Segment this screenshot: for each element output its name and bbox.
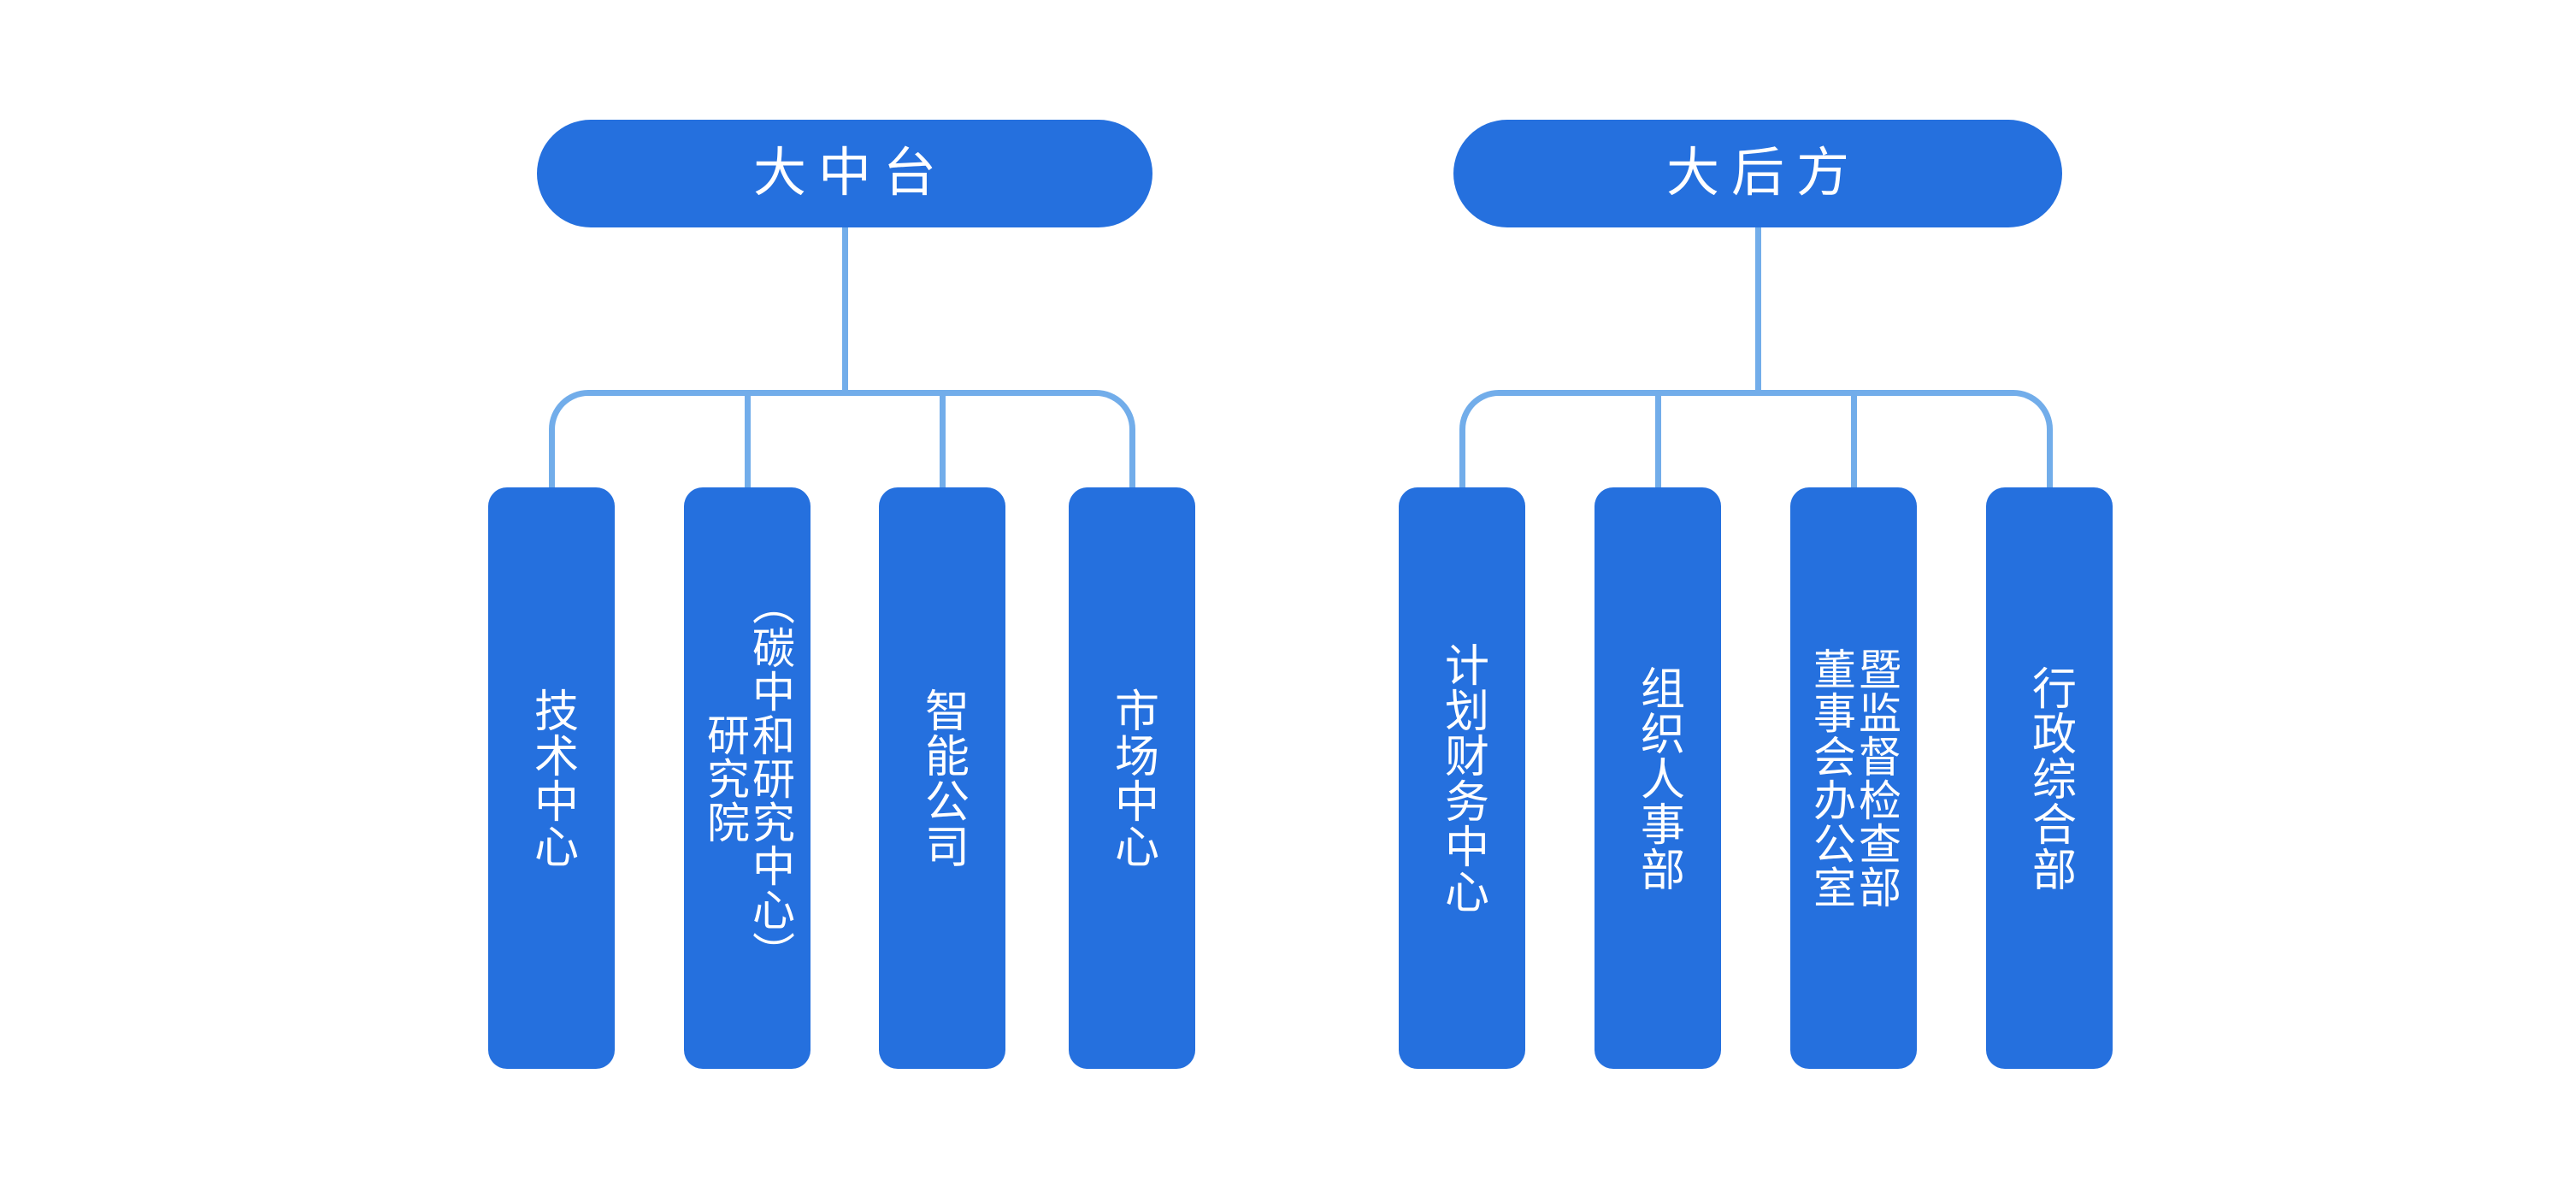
leaf-node-zhineng-gongsi[interactable]: 智能公司 xyxy=(879,487,1005,1069)
connector-drop-left-4 xyxy=(1129,439,1135,490)
connector-drop-right-2 xyxy=(1655,390,1661,490)
connector-bar-left xyxy=(549,390,1135,445)
leaf-node-label: 行政综合部 xyxy=(2025,664,2075,892)
connector-drop-right-1 xyxy=(1459,439,1465,490)
org-group-da-zhong-tai: 大中台 技术中心 （碳中和研究中心） 研究院 智能公司 市场中心 xyxy=(488,120,1195,1069)
leaf-node-label-col-2: （碳中和研究中心） xyxy=(746,581,794,975)
connector-drop-right-3 xyxy=(1851,390,1857,490)
leaf-node-shichang-zhongxin[interactable]: 市场中心 xyxy=(1069,487,1195,1069)
root-node-da-zhong-tai[interactable]: 大中台 xyxy=(537,120,1152,227)
connector-drop-right-4 xyxy=(2047,439,2053,490)
connector-drop-left-2 xyxy=(745,390,751,490)
leaf-node-yanjiuyuan[interactable]: （碳中和研究中心） 研究院 xyxy=(684,487,811,1069)
leaf-node-label: 技术中心 xyxy=(527,687,577,869)
leaf-node-jiandu-jiancha-bu[interactable]: 暨监督检查部 董事会办公室 xyxy=(1790,487,1917,1069)
leaf-node-label: 计划财务中心 xyxy=(1437,642,1488,914)
root-node-label: 大中台 xyxy=(752,144,948,203)
leaf-node-label-col-2: 暨监督检查部 xyxy=(1853,647,1901,909)
connector-drop-left-1 xyxy=(549,439,555,490)
connector-stem-left xyxy=(842,227,848,390)
root-node-da-hou-fang[interactable]: 大后方 xyxy=(1453,120,2062,227)
connector-drop-left-3 xyxy=(940,390,946,490)
root-node-label: 大后方 xyxy=(1665,144,1861,203)
leaf-node-label-col-1: 研究院 xyxy=(701,712,749,844)
leaf-node-jihua-caiwu-zhongxin[interactable]: 计划财务中心 xyxy=(1399,487,1525,1069)
leaf-node-label-col-1: 董事会办公室 xyxy=(1807,647,1855,909)
leaf-node-xingzheng-zonghe-bu[interactable]: 行政综合部 xyxy=(1986,487,2113,1069)
leaf-node-label: 组织人事部 xyxy=(1633,664,1683,892)
connector-stem-right xyxy=(1755,227,1761,390)
connector-bar-right xyxy=(1459,390,2053,445)
leaf-node-jishu-zhongxin[interactable]: 技术中心 xyxy=(488,487,615,1069)
leaf-node-label: 市场中心 xyxy=(1107,687,1158,869)
leaf-node-label: 智能公司 xyxy=(917,687,968,869)
leaf-node-zuzhi-renshi-bu[interactable]: 组织人事部 xyxy=(1595,487,1721,1069)
